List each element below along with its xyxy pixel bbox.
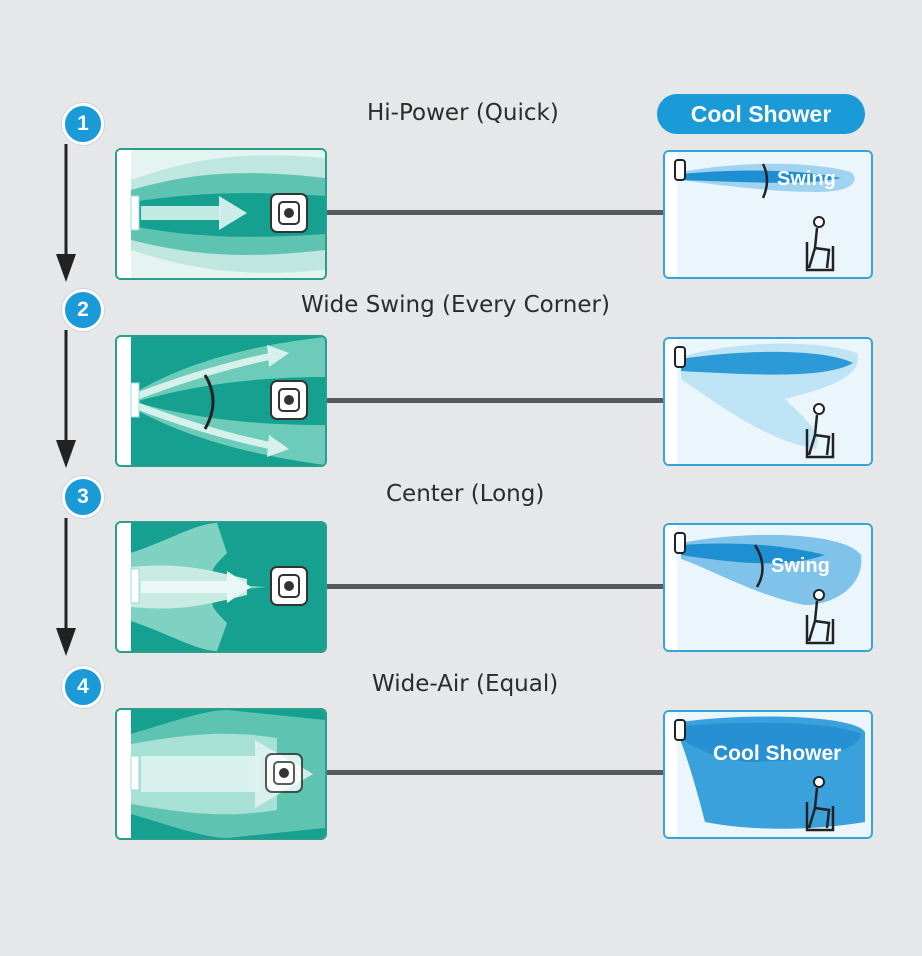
row-title-1: Hi-Power (Quick) bbox=[367, 100, 559, 126]
down-arrow-icon bbox=[56, 144, 76, 282]
top-view-panel-3 bbox=[115, 521, 327, 653]
row-title-4: Wide-Air (Equal) bbox=[372, 671, 559, 697]
connector-line-1 bbox=[322, 210, 664, 215]
sofa-icon bbox=[270, 566, 308, 606]
seated-person-icon bbox=[805, 403, 835, 459]
sofa-icon bbox=[265, 753, 303, 793]
sofa-icon bbox=[270, 193, 308, 233]
connector-line-4 bbox=[322, 770, 664, 775]
row-title-2: Wide Swing (Every Corner) bbox=[301, 292, 610, 318]
seated-person-icon bbox=[805, 776, 835, 832]
step-badge-4: 4 bbox=[62, 666, 104, 708]
connector-line-3 bbox=[322, 584, 664, 589]
side-view-panel-2 bbox=[663, 337, 873, 466]
sofa-icon bbox=[270, 380, 308, 420]
side-view-panel-4: Cool Shower bbox=[663, 710, 873, 839]
connector-line-2 bbox=[322, 398, 664, 403]
step-badge-2: 2 bbox=[62, 289, 104, 331]
top-view-panel-1 bbox=[115, 148, 327, 280]
row-title-3: Center (Long) bbox=[386, 481, 545, 507]
down-arrow-icon bbox=[56, 330, 76, 468]
cool-shower-label-4: Cool Shower bbox=[713, 742, 842, 765]
side-view-panel-3: Swing bbox=[663, 523, 873, 652]
swing-label-3: Swing bbox=[771, 555, 830, 577]
side-view-panel-1: Swing bbox=[663, 150, 873, 279]
seated-person-icon bbox=[805, 589, 835, 645]
seated-person-icon bbox=[805, 216, 835, 272]
cool-shower-header: Cool Shower bbox=[657, 94, 865, 134]
top-view-panel-4 bbox=[115, 708, 327, 840]
swing-label-1: Swing bbox=[777, 168, 836, 190]
step-badge-3: 3 bbox=[62, 476, 104, 518]
top-view-panel-2 bbox=[115, 335, 327, 467]
step-badge-1: 1 bbox=[62, 103, 104, 145]
down-arrow-icon bbox=[56, 518, 76, 656]
